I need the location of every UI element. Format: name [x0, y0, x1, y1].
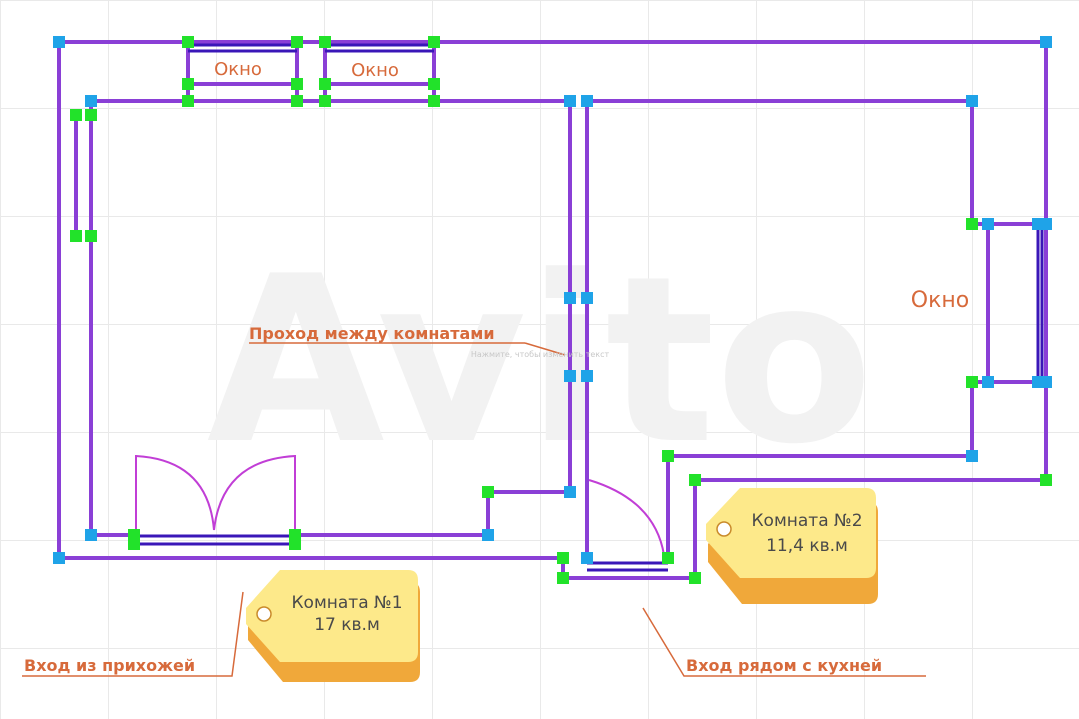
wall-node-handle[interactable] [85, 109, 97, 121]
wall-node-handle[interactable] [662, 552, 674, 564]
wall-node-handle[interactable] [128, 538, 140, 550]
wall-node-handle[interactable] [289, 538, 301, 550]
room-tag-2-name: Комната №2 [751, 511, 862, 531]
room-tag-1[interactable]: Комната №1 17 кв.м [246, 570, 420, 682]
room-tag-1-hole-icon [256, 606, 272, 622]
wall-node-handle[interactable] [581, 95, 593, 107]
wall-node-handle[interactable] [557, 572, 569, 584]
label-passage-pointer [524, 342, 566, 356]
room-tag-2-body [706, 488, 876, 578]
wall-node-handle[interactable] [85, 529, 97, 541]
wall-node-handle[interactable] [564, 95, 576, 107]
wall-room1-notch [486, 490, 572, 537]
wall-node-handle[interactable] [319, 78, 331, 90]
watermark: Avito [207, 228, 874, 495]
wall-node-handle[interactable] [564, 486, 576, 498]
label-window-3[interactable]: Окно [911, 288, 969, 313]
wall-node-handle[interactable] [85, 230, 97, 242]
label-passage[interactable]: Проход между комнатами [249, 324, 495, 343]
label-window-2[interactable]: Окно [351, 60, 399, 81]
wall-node-handle[interactable] [1040, 36, 1052, 48]
wall-node-handle[interactable] [70, 230, 82, 242]
wall-node-handle[interactable] [564, 292, 576, 304]
wall-node-handle[interactable] [428, 36, 440, 48]
door1-swing-right [213, 454, 296, 535]
room-tag-2[interactable]: Комната №2 11,4 кв.м [706, 488, 878, 604]
wall-node-handle[interactable] [662, 450, 674, 462]
label-window-1[interactable]: Окно [214, 59, 262, 80]
wall-nodes [53, 36, 1052, 584]
wall-node-handle[interactable] [428, 78, 440, 90]
wall-node-handle[interactable] [291, 36, 303, 48]
wall-node-handle[interactable] [982, 376, 994, 388]
room-tag-1-body [246, 570, 418, 662]
wall-node-handle[interactable] [966, 376, 978, 388]
wall-node-handle[interactable] [182, 78, 194, 90]
wall-node-handle[interactable] [557, 552, 569, 564]
wall-node-handle[interactable] [1040, 218, 1052, 230]
label-entrance-kitchen-pointer [642, 607, 926, 677]
wall-node-handle[interactable] [689, 572, 701, 584]
label-entrance-kitchen[interactable]: Вход рядом с кухней [686, 656, 882, 675]
room-tag-2-area: 11,4 кв.м [766, 536, 848, 556]
wall-node-handle[interactable] [428, 95, 440, 107]
wall-node-handle[interactable] [1040, 376, 1052, 388]
room-tag-1-area: 17 кв.м [314, 615, 380, 635]
wall-node-handle[interactable] [85, 95, 97, 107]
wall-node-handle[interactable] [53, 552, 65, 564]
wall-node-handle[interactable] [53, 36, 65, 48]
door2-swing [588, 479, 665, 556]
wall-node-handle[interactable] [482, 529, 494, 541]
wall-node-handle[interactable] [581, 292, 593, 304]
wall-node-handle[interactable] [564, 370, 576, 382]
wall-node-handle[interactable] [182, 36, 194, 48]
windows-glass [134, 43, 1044, 572]
wall-node-handle[interactable] [291, 78, 303, 90]
label-entrance-hall[interactable]: Вход из прихожей [24, 656, 195, 675]
wall-node-handle[interactable] [1040, 474, 1052, 486]
wall-node-handle[interactable] [982, 218, 994, 230]
wall-node-handle[interactable] [319, 95, 331, 107]
wall-node-handle[interactable] [291, 95, 303, 107]
wall-node-handle[interactable] [966, 450, 978, 462]
room-tag-2-hole-icon [716, 521, 732, 537]
wall-node-handle[interactable] [581, 370, 593, 382]
wall-node-handle[interactable] [689, 474, 701, 486]
room-tag-1-name: Комната №1 [291, 593, 402, 613]
wall-node-handle[interactable] [966, 95, 978, 107]
wall-node-handle[interactable] [70, 109, 82, 121]
wall-room1-inner-left [89, 99, 136, 537]
wall-node-handle[interactable] [319, 36, 331, 48]
door1-swing-left [135, 454, 215, 535]
wall-node-handle[interactable] [581, 552, 593, 564]
wall-node-handle[interactable] [482, 486, 494, 498]
label-entrance-hall-pointer [22, 591, 244, 677]
wall-node-handle[interactable] [966, 218, 978, 230]
wall-node-handle[interactable] [182, 95, 194, 107]
label-hint: Нажмите, чтобы изменить текст [471, 350, 610, 359]
door-swings [135, 454, 665, 556]
